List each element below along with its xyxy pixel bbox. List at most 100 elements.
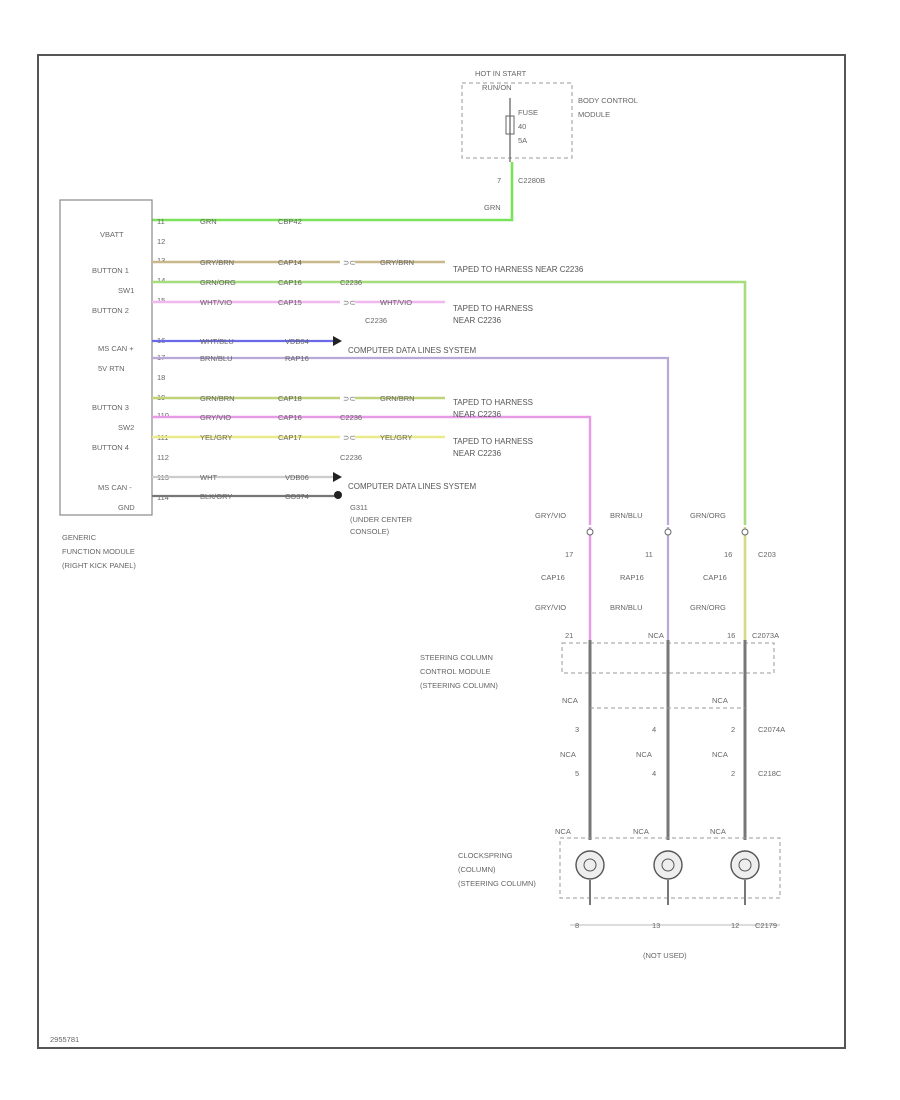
connector-icon: [664, 528, 672, 536]
arrow-icon: [333, 472, 342, 482]
gfm-pin-5vrtn: 5V RTN: [98, 364, 125, 373]
pin3: 2: [731, 769, 735, 778]
wire-color: BLK/GRY: [200, 492, 232, 501]
pin3: 5: [575, 769, 579, 778]
wire-color2: GRY/BRN: [380, 258, 414, 267]
gfm-pin-button2: BUTTON 2: [92, 306, 129, 315]
cs-label-3: (STEERING COLUMN): [458, 879, 536, 888]
wire-color2: YEL/GRY: [380, 433, 412, 442]
wire-circuit: CBP42: [278, 217, 302, 226]
pinnum: 13: [157, 256, 165, 265]
bcm-pin: 7: [497, 176, 501, 185]
connector-icon: [741, 528, 749, 536]
bot-pin: 12: [731, 921, 739, 930]
note-c2236-b: C2236: [340, 453, 362, 462]
wire-circuit: RAP16: [285, 354, 309, 363]
nca-label: NCA: [562, 696, 578, 705]
nca2: NCA: [560, 750, 576, 759]
bot-conn: C2179: [755, 921, 777, 930]
clockspring-coil-icon: [653, 850, 683, 880]
pinnum: 112: [157, 453, 169, 462]
note-taped-2a: TAPED TO HARNESS: [453, 304, 533, 313]
sccm-label-2: CONTROL MODULE: [420, 667, 491, 676]
wire-sw2: [152, 415, 592, 525]
nca2: NCA: [636, 750, 652, 759]
gfm-label-2: FUNCTION MODULE: [62, 547, 135, 556]
note-g311-2: (UNDER CENTER: [350, 515, 413, 524]
pinnum: 15: [157, 296, 165, 305]
gfm-pin-mscan-plus: MS CAN +: [98, 344, 134, 353]
fuse-label: FUSE: [518, 108, 538, 117]
conn2: C2074A: [758, 725, 785, 734]
gfm-pin-button4: BUTTON 4: [92, 443, 129, 452]
pin3: 4: [652, 769, 656, 778]
bcm-wire-color: GRN: [484, 203, 501, 212]
break-symbol: ⊃⊂: [343, 258, 356, 267]
bcm-connector: C2280B: [518, 176, 545, 185]
col-circuit: CAP16: [703, 573, 727, 582]
cs-label-1: CLOCKSPRING: [458, 851, 513, 860]
note-taped-3b: NEAR C2236: [453, 410, 502, 419]
diagram-code: 2955781: [50, 1035, 79, 1044]
note-taped-4a: TAPED TO HARNESS: [453, 437, 533, 446]
wire-circuit: CAP15: [278, 298, 302, 307]
nca-label: NCA: [712, 696, 728, 705]
pin2: 4: [652, 725, 656, 734]
gfm-pin-numbers: 11 12 13 14 15 16 17 18 19 110 111 112 1…: [157, 217, 169, 502]
gfm-label-3: (RIGHT KICK PANEL): [62, 561, 136, 570]
col-pin: 16: [724, 550, 732, 559]
wire-sw1: [152, 280, 747, 525]
right-column-labels: GRY/VIO BRN/BLU GRN/ORG 17 11 16 C203 CA…: [535, 511, 776, 612]
note-taped-2b: NEAR C2236: [453, 316, 502, 325]
wire-circuit: VDB06: [285, 473, 309, 482]
note-taped-3a: TAPED TO HARNESS: [453, 398, 533, 407]
col-top-color: BRN/BLU: [610, 511, 643, 520]
col-bot-color: GRY/VIO: [535, 603, 566, 612]
wire-color2: WHT/VIO: [380, 298, 412, 307]
col-pin: 11: [645, 550, 653, 559]
gfm-label-1: GENERIC: [62, 533, 97, 542]
note-g311-3: CONSOLE): [350, 527, 390, 536]
col-bot-color: BRN/BLU: [610, 603, 643, 612]
wire-circuit: CAP17: [278, 433, 302, 442]
wire-color: GRN/BRN: [200, 394, 235, 403]
nca3: NCA: [710, 827, 726, 836]
wire-circuit: CAP14: [278, 258, 302, 267]
wire-5vrtn: [152, 356, 670, 525]
col-circuit: RAP16: [620, 573, 644, 582]
col-pin: 17: [565, 550, 573, 559]
clockspring-coil-icon: [575, 850, 605, 880]
pinnum: 14: [157, 276, 165, 285]
clockspring-coil-icon: [730, 850, 760, 880]
gfm-pin-sw2: SW2: [118, 423, 134, 432]
col-conn: C203: [758, 550, 776, 559]
connector-icon: [586, 528, 594, 536]
wire-color: WHT/VIO: [200, 298, 232, 307]
hot-start-line1: HOT IN START: [475, 69, 527, 78]
sccm-pin: NCA: [648, 631, 664, 640]
conn3: C218C: [758, 769, 782, 778]
sccm-pin: 21: [565, 631, 573, 640]
diagram-border: [37, 54, 846, 1049]
sccm-label-3: (STEERING COLUMN): [420, 681, 498, 690]
sccm-label-1: STEERING COLUMN: [420, 653, 493, 662]
pin2: 2: [731, 725, 735, 734]
bot-pin: 13: [652, 921, 660, 930]
nca3: NCA: [555, 827, 571, 836]
note-c2236-a: C2236: [365, 316, 387, 325]
pin2: 3: [575, 725, 579, 734]
pinnum: 18: [157, 373, 165, 382]
break-symbol: ⊃⊂: [343, 394, 356, 403]
wire-color: GRY/BRN: [200, 258, 234, 267]
coil-inner-icon: [661, 858, 675, 872]
col-bot-color: GRN/ORG: [690, 603, 726, 612]
wire-circuit: GD374: [285, 492, 309, 501]
wire-color: WHT/BLU: [200, 337, 234, 346]
wire-color: GRY/VIO: [200, 413, 231, 422]
wire-circuit: CAP16: [278, 413, 302, 422]
wire-color2: GRN/BRN: [380, 394, 415, 403]
cs-label-2: (COLUMN): [458, 865, 496, 874]
note-taped-1: TAPED TO HARNESS NEAR C2236: [453, 265, 584, 274]
wire-color: GRN/ORG: [200, 278, 236, 287]
